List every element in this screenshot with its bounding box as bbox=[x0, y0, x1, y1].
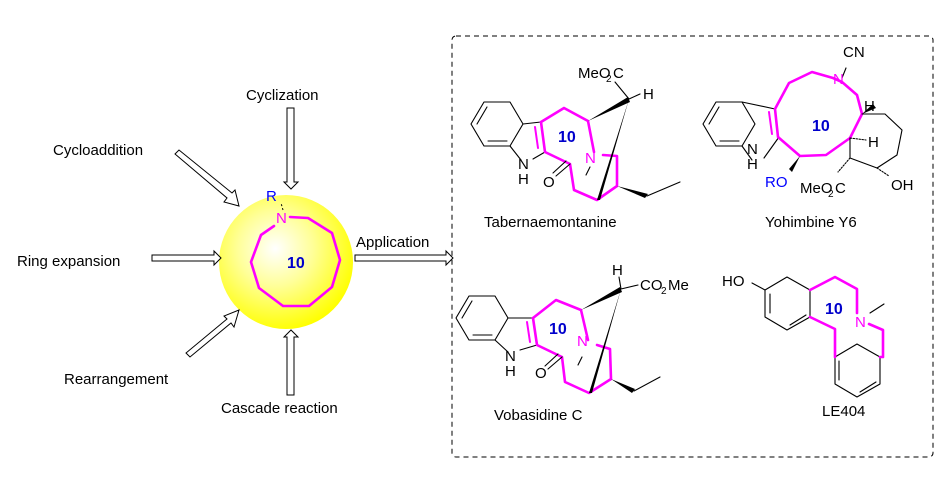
atom-label: CN bbox=[843, 44, 865, 61]
atom-label: H bbox=[612, 262, 623, 279]
method-ring-expansion: Ring expansion bbox=[17, 249, 222, 270]
method-label-cycloaddition: Cycloaddition bbox=[53, 142, 143, 159]
atom-label: 2 bbox=[606, 74, 612, 85]
core-n-atom: N bbox=[276, 210, 287, 227]
core-ring-size-label: 10 bbox=[287, 255, 305, 272]
atom-label: N bbox=[833, 71, 844, 88]
atom-label: N bbox=[747, 141, 758, 158]
ten-membered-ring bbox=[249, 215, 342, 308]
compound-name: Vobasidine C bbox=[494, 407, 583, 424]
atom-label: 2 bbox=[828, 189, 834, 200]
method-label-rearrangement: Rearrangement bbox=[64, 371, 169, 388]
yellow-sphere bbox=[219, 195, 353, 329]
arrow-right-icon bbox=[354, 249, 454, 267]
atom-label: H bbox=[747, 156, 758, 173]
atom-label: H bbox=[505, 363, 516, 380]
atom-label: N bbox=[855, 314, 866, 331]
arrow-diagonal-icon bbox=[185, 309, 240, 358]
arrow-down-icon bbox=[282, 107, 300, 190]
method-cyclization: Cyclization bbox=[246, 87, 319, 190]
atom-label: CO bbox=[640, 277, 663, 294]
method-rearrangement: Rearrangement bbox=[64, 309, 240, 388]
compound-name: Tabernaemontanine bbox=[484, 214, 617, 231]
application-arrow-group: Application bbox=[354, 234, 454, 267]
atom-label: C bbox=[835, 180, 846, 197]
compound-vobasidine-c: H CO 2 Me N H O N 10 Vobasidine C bbox=[455, 262, 689, 424]
arrow-right-icon bbox=[151, 249, 222, 267]
atom-label: N bbox=[585, 150, 596, 167]
arrow-diagonal-icon bbox=[174, 149, 240, 207]
ring-size-label: 10 bbox=[558, 129, 576, 146]
method-cascade-reaction: Cascade reaction bbox=[221, 329, 338, 417]
compound-le404: HO N 10 LE404 bbox=[722, 273, 885, 420]
method-label-ring-expansion: Ring expansion bbox=[17, 253, 120, 270]
ring-size-label: 10 bbox=[812, 118, 830, 135]
atom-label: H bbox=[643, 86, 654, 103]
atom-label: MeO bbox=[800, 180, 833, 197]
atom-label: Me bbox=[668, 277, 689, 294]
compound-name: LE404 bbox=[822, 403, 865, 420]
atom-label: H bbox=[864, 98, 875, 115]
application-label: Application bbox=[356, 234, 429, 251]
atom-label: H bbox=[868, 134, 879, 151]
n-r-bond bbox=[280, 202, 284, 211]
arrow-up-icon bbox=[282, 329, 300, 396]
atom-label: RO bbox=[765, 174, 788, 191]
method-cycloaddition: Cycloaddition bbox=[53, 142, 240, 207]
method-label-cascade-reaction: Cascade reaction bbox=[221, 400, 338, 417]
atom-label: N bbox=[577, 333, 588, 350]
atom-label: O bbox=[535, 365, 547, 382]
compound-yohimbine-y6: CN N H H N H RO MeO 2 C OH 10 Yohimbine … bbox=[702, 44, 914, 231]
atom-label: C bbox=[613, 65, 624, 82]
atom-label: HO bbox=[722, 273, 745, 290]
compound-name: Yohimbine Y6 bbox=[765, 214, 857, 231]
atom-label: H bbox=[518, 171, 529, 188]
atom-label: N bbox=[505, 348, 516, 365]
atom-label: MeO bbox=[578, 65, 611, 82]
atom-label: OH bbox=[891, 177, 914, 194]
atom-label: O bbox=[543, 174, 555, 191]
method-label-cyclization: Cyclization bbox=[246, 87, 319, 104]
core-sphere: N R 10 bbox=[219, 188, 353, 329]
atom-label: 2 bbox=[661, 286, 667, 297]
compound-tabernaemontanine: MeO 2 C H N H O N 10 Tabernaemontanine bbox=[470, 65, 681, 231]
ring-size-label: 10 bbox=[549, 321, 567, 338]
applications-box bbox=[451, 35, 934, 458]
atom-label: N bbox=[518, 156, 529, 173]
ring-size-label: 10 bbox=[825, 301, 843, 318]
core-r-group: R bbox=[266, 188, 277, 205]
